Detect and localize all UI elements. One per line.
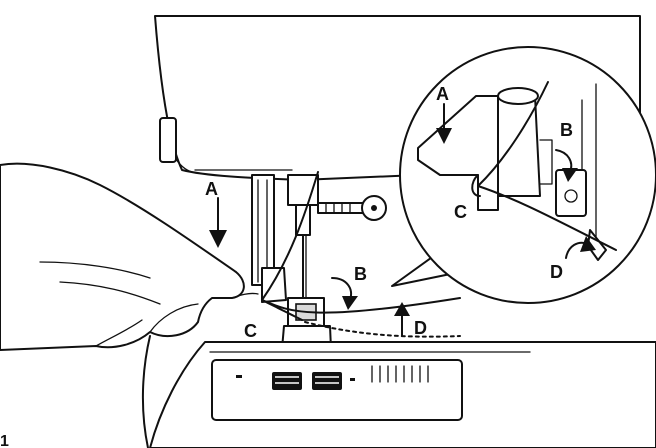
feed-dogs	[272, 372, 342, 390]
needle-clamp-screw	[317, 195, 387, 221]
arrow-a-detail	[436, 103, 452, 144]
label-a-detail: A	[436, 84, 449, 104]
arrow-a-main	[209, 197, 227, 248]
detail-needle-bar	[417, 87, 553, 211]
arrow-d-detail	[565, 236, 596, 259]
hand-illustration	[0, 162, 259, 448]
throat-plate	[149, 341, 656, 448]
detail-thread-guide-hook	[471, 174, 481, 197]
arrow-b-main	[331, 277, 358, 310]
arrow-b-detail	[555, 149, 578, 182]
label-c-main: C	[244, 321, 257, 341]
label-c-detail: C	[454, 202, 467, 222]
step-number: 1	[0, 433, 9, 448]
label-a-main: A	[205, 179, 218, 199]
label-d-detail: D	[550, 262, 563, 282]
label-b-detail: B	[560, 120, 573, 140]
needle-bar-assembly	[251, 174, 319, 301]
thread-path	[261, 171, 461, 338]
arrow-d-main	[394, 302, 410, 337]
label-d-main: D	[414, 318, 427, 338]
label-b-main: B	[354, 264, 367, 284]
